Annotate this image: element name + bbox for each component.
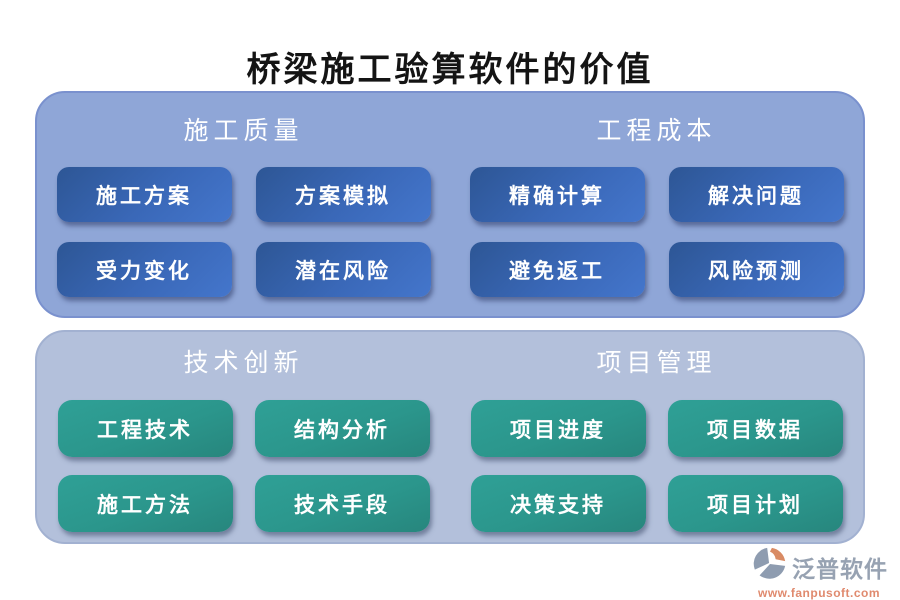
structural-analysis-button[interactable]: 结构分析: [254, 400, 430, 457]
construction-plan-button[interactable]: 施工方案: [56, 167, 232, 222]
project-plan-button[interactable]: 项目计划: [667, 475, 843, 532]
fanpu-logo-name: 泛普软件: [792, 556, 888, 582]
problem-solving-button[interactable]: 解决问题: [668, 167, 844, 222]
fanpu-logo[interactable]: 泛普软件 www.fanpusoft.com: [752, 546, 898, 600]
fanpu-logo-icon: [752, 546, 788, 587]
section-header-project-management: 项目管理: [596, 350, 717, 377]
management-button-grid: 项目进度 项目数据 决策支持 项目计划: [470, 400, 843, 532]
technical-means-button[interactable]: 技术手段: [254, 475, 430, 532]
innovation-management-panel: 技术创新 工程技术 结构分析 施工方法 技术手段 项目管理 项目进度 项目数据 …: [35, 330, 865, 544]
avoid-rework-button[interactable]: 避免返工: [469, 242, 645, 297]
fanpu-logo-row: 泛普软件: [752, 546, 898, 587]
project-progress-button[interactable]: 项目进度: [470, 400, 646, 457]
section-project-management: 项目管理 项目进度 项目数据 决策支持 项目计划: [450, 332, 863, 542]
section-engineering-cost: 工程成本 精确计算 解决问题 避免返工 风险预测: [450, 93, 863, 316]
section-header-construction-quality: 施工质量: [183, 118, 304, 145]
force-change-button[interactable]: 受力变化: [56, 242, 232, 297]
risk-prediction-button[interactable]: 风险预测: [668, 242, 844, 297]
section-header-engineering-cost: 工程成本: [596, 118, 717, 145]
decision-support-button[interactable]: 决策支持: [470, 475, 646, 532]
cost-button-grid: 精确计算 解决问题 避免返工 风险预测: [469, 167, 844, 297]
innovation-button-grid: 工程技术 结构分析 施工方法 技术手段: [57, 400, 430, 532]
quality-cost-panel: 施工质量 施工方案 方案模拟 受力变化 潜在风险 工程成本 精确计算 解决问题 …: [35, 91, 865, 318]
plan-simulation-button[interactable]: 方案模拟: [255, 167, 431, 222]
page-title: 桥梁施工验算软件的价值: [246, 52, 654, 89]
construction-method-button[interactable]: 施工方法: [57, 475, 233, 532]
precise-calculation-button[interactable]: 精确计算: [469, 167, 645, 222]
fanpu-logo-url: www.fanpusoft.com: [758, 586, 881, 600]
quality-button-grid: 施工方案 方案模拟 受力变化 潜在风险: [56, 167, 431, 297]
engineering-technology-button[interactable]: 工程技术: [57, 400, 233, 457]
section-technical-innovation: 技术创新 工程技术 结构分析 施工方法 技术手段: [37, 332, 450, 542]
project-data-button[interactable]: 项目数据: [667, 400, 843, 457]
section-construction-quality: 施工质量 施工方案 方案模拟 受力变化 潜在风险: [37, 93, 450, 316]
section-header-technical-innovation: 技术创新: [183, 350, 304, 377]
potential-risk-button[interactable]: 潜在风险: [255, 242, 431, 297]
